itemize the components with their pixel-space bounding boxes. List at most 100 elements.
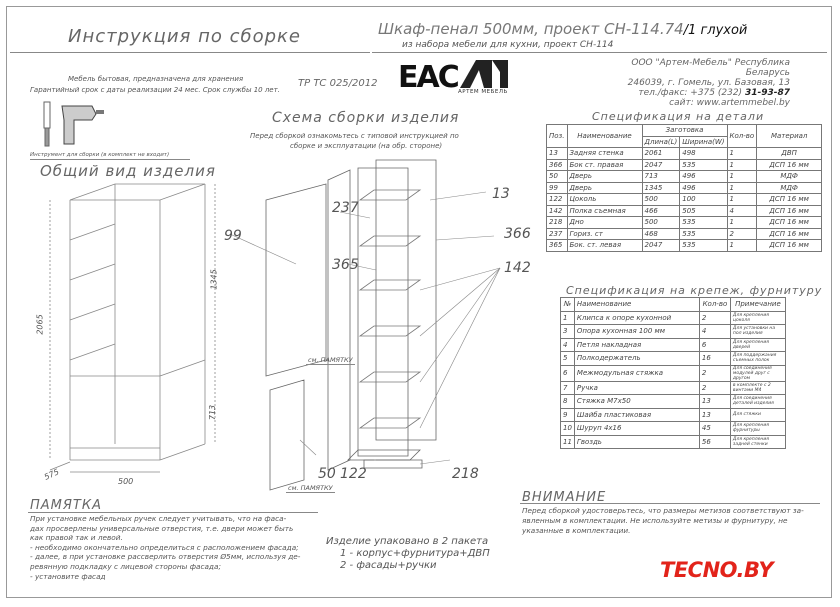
table-cell: Для поддержания съемных полок <box>729 351 786 366</box>
col-fastener-name: Наименование <box>573 297 700 312</box>
table-cell: Бок ст. правая <box>566 158 643 171</box>
table-cell: 535 <box>679 216 728 229</box>
table-cell: ДСП 16 мм <box>756 239 823 252</box>
table-cell: Стяжка М7х50 <box>573 394 700 409</box>
table-cell: 2 <box>726 227 758 240</box>
table-cell: 2 <box>698 380 731 395</box>
table-cell: Бок. ст. левая <box>566 239 643 252</box>
drill-icon <box>61 105 104 145</box>
table-cell: ДСП 16 мм <box>756 227 823 240</box>
memo-tag-lower: см. ПАМЯТКУ <box>286 484 335 493</box>
table-cell: Ручка <box>573 380 700 395</box>
table-cell: 218 <box>546 216 568 229</box>
package-line-1: 1 - корпус+фурнитура+ДВП <box>340 548 490 559</box>
col-blank: Заготовка <box>641 124 728 137</box>
text-line: ревянную подкладку с лицевой стороны фас… <box>30 561 221 571</box>
table-cell: Для крепления дверей <box>729 337 786 352</box>
company-site: сайт: www.artemmebel.by <box>669 98 790 108</box>
spec-details-table: Поз. Наименование Заготовка Кол-во Матер… <box>546 124 823 252</box>
table-cell: 1 <box>726 216 758 229</box>
usage-info: Мебель бытовая, предназначена для хранен… <box>68 75 244 83</box>
label-99: 99 <box>224 228 242 244</box>
col-qty: Кол-во <box>726 124 758 148</box>
text-line: - далее, в при установке рассверлить отв… <box>30 552 301 562</box>
table-cell: 6 <box>560 364 575 382</box>
table-cell: Для крепления цоколя <box>729 310 786 325</box>
table-cell: 100 <box>679 193 728 206</box>
tools-illustration <box>43 101 104 147</box>
table-cell: 500 <box>641 216 681 229</box>
dim-width: 500 <box>118 477 134 486</box>
table-cell: Гориз. ст <box>566 227 643 240</box>
dim-height: 2065 <box>35 314 45 335</box>
table-cell: 3 <box>560 324 575 339</box>
label-13: 13 <box>492 186 510 202</box>
text-line: - необходимо окончательно определиться с… <box>30 542 299 552</box>
spec-fasteners-title: Спецификация на крепеж, фурнитуру <box>566 284 823 297</box>
tools-caption: Инструмент для сборки (в комплект не вхо… <box>30 152 170 158</box>
sheet-border <box>6 6 832 598</box>
col-name: Наименование <box>566 124 643 148</box>
table-cell: Гвоздь <box>573 434 700 449</box>
table-cell: 2047 <box>641 239 681 252</box>
general-view-drawing <box>49 183 216 473</box>
screwdriver-icon <box>43 101 51 147</box>
col-length: Длина(L) <box>641 135 681 148</box>
table-cell: ДСП 16 мм <box>756 158 823 171</box>
table-cell: 7 <box>560 380 575 395</box>
table-cell: 2 <box>698 310 731 325</box>
table-cell: 6 <box>698 337 731 352</box>
table-cell: Опора кухонная 100 мм <box>573 324 700 339</box>
table-cell: Для соединения деталей изделия <box>729 394 786 409</box>
product-subtitle: из набора мебели для кухни, проект СН-11… <box>402 40 614 50</box>
table-cell: Полка съемная <box>566 204 643 217</box>
table-cell: Для стяжки <box>729 407 786 422</box>
table-cell: 500 <box>641 193 681 206</box>
scheme-note-1: Перед сборкой ознакомьтесь с типовой инс… <box>250 132 459 140</box>
scheme-title: Схема сборки изделия <box>272 110 460 126</box>
spec-details-title: Спецификация на детали <box>592 110 765 123</box>
table-cell: Для крепления фурнитуры <box>729 421 786 436</box>
table-cell: 4 <box>560 337 575 352</box>
label-142: 142 <box>504 260 531 276</box>
table-cell: 5 <box>560 351 575 366</box>
table-cell: 237 <box>546 227 568 240</box>
instruction-title: Инструкция по сборке <box>68 26 301 47</box>
table-cell: 505 <box>679 204 728 217</box>
table-cell: МДФ <box>756 170 823 183</box>
table-cell: 142 <box>546 204 568 217</box>
col-material: Материал <box>756 124 823 148</box>
table-cell: 2061 <box>641 147 681 160</box>
table-cell: Цоколь <box>566 193 643 206</box>
text-line: - установите фасад <box>30 571 106 581</box>
table-cell: Петля накладная <box>573 337 700 352</box>
table-cell: 1 <box>726 181 758 194</box>
artem-logo-caption: АРТЕМ МЕБЕЛЬ <box>458 89 508 95</box>
table-cell: Для соединения модулей друг с другом <box>729 364 786 382</box>
text-line: явленным в комплектации. Не используйте … <box>522 516 788 525</box>
col-fastener-note: Примечание <box>729 297 786 312</box>
table-cell: 1 <box>726 193 758 206</box>
product-variant: /1 глухой <box>683 23 748 38</box>
company-name: ООО "Артем-Мебель" Республика Беларусь <box>631 58 790 78</box>
table-cell: Дверь <box>566 170 643 183</box>
table-cell: Шуруп 4х16 <box>573 421 700 436</box>
memo-text: При установке мебельных ручек следует уч… <box>30 514 330 581</box>
company-info: ООО "Артем-Мебель" Республика Беларусь 2… <box>590 58 790 108</box>
table-cell: 45 <box>698 421 731 436</box>
table-cell: 4 <box>698 324 731 339</box>
table-cell: 1 <box>726 170 758 183</box>
table-cell: ДСП 16 мм <box>756 193 823 206</box>
table-cell: ДСП 16 мм <box>756 204 823 217</box>
table-cell: 365 <box>546 239 568 252</box>
table-cell: 466 <box>641 204 681 217</box>
